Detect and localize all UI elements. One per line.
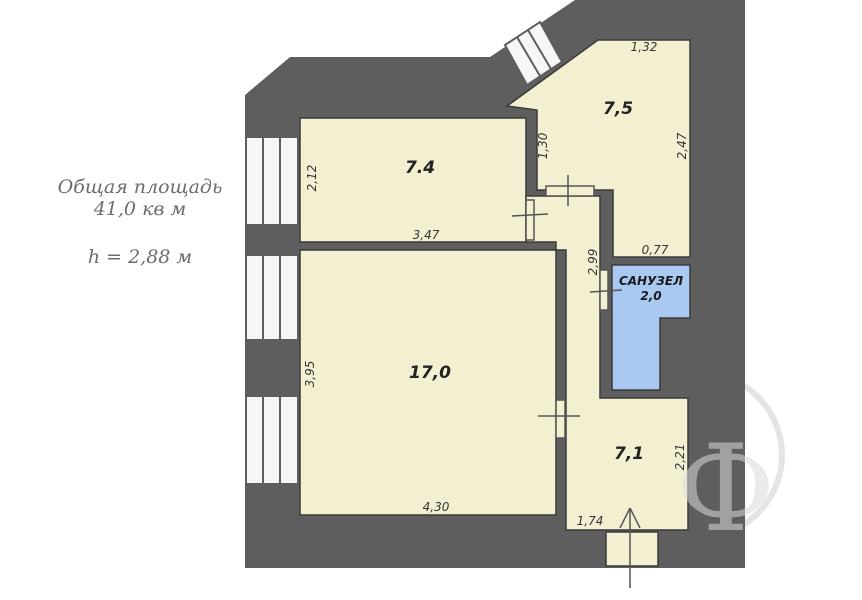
kitchen-dim-bottom: 0,77 xyxy=(642,243,669,257)
living-area: 17,0 xyxy=(409,363,451,383)
area-summary: Общая площадь 41,0 кв м h = 2,88 м xyxy=(20,176,260,268)
kitchen-dim-top: 1,32 xyxy=(631,40,658,54)
kitchen-dim-right: 2,47 xyxy=(675,132,689,159)
watermark-letters: Ф xyxy=(676,420,776,559)
room-kitchen xyxy=(505,39,691,258)
hall-area: 7,1 xyxy=(614,444,644,464)
door-markers xyxy=(511,175,641,588)
room-bedroom xyxy=(299,117,527,243)
corridor-dim: 2,99 xyxy=(586,249,600,276)
bathroom-area: 2,0 xyxy=(640,289,661,303)
top-window xyxy=(503,20,564,87)
kitchen-area: 7,5 xyxy=(603,99,633,119)
living-dim-bottom: 4,30 xyxy=(423,500,450,514)
total-area-label: Общая площадь xyxy=(57,176,223,198)
hall-dim-side: 2,21 xyxy=(673,444,687,471)
kitchen-dim-left: 1,30 xyxy=(536,132,550,159)
ceiling-height: h = 2,88 м xyxy=(87,246,193,268)
bathroom-name: САНУЗЕЛ xyxy=(619,274,683,288)
room-bathroom xyxy=(611,264,691,391)
room-corridor xyxy=(525,195,689,531)
entrance xyxy=(605,531,659,567)
bedroom-area: 7.4 xyxy=(405,158,435,178)
living-dim-side: 3,95 xyxy=(303,361,317,388)
left-windows xyxy=(245,136,299,485)
hall-dim-bottom: 1,74 xyxy=(577,514,604,528)
room-living xyxy=(299,249,557,516)
total-area-value: 41,0 кв м xyxy=(93,198,187,220)
bedroom-dim-side: 2,12 xyxy=(305,165,319,192)
bedroom-dim-bottom: 3,47 xyxy=(413,228,440,242)
